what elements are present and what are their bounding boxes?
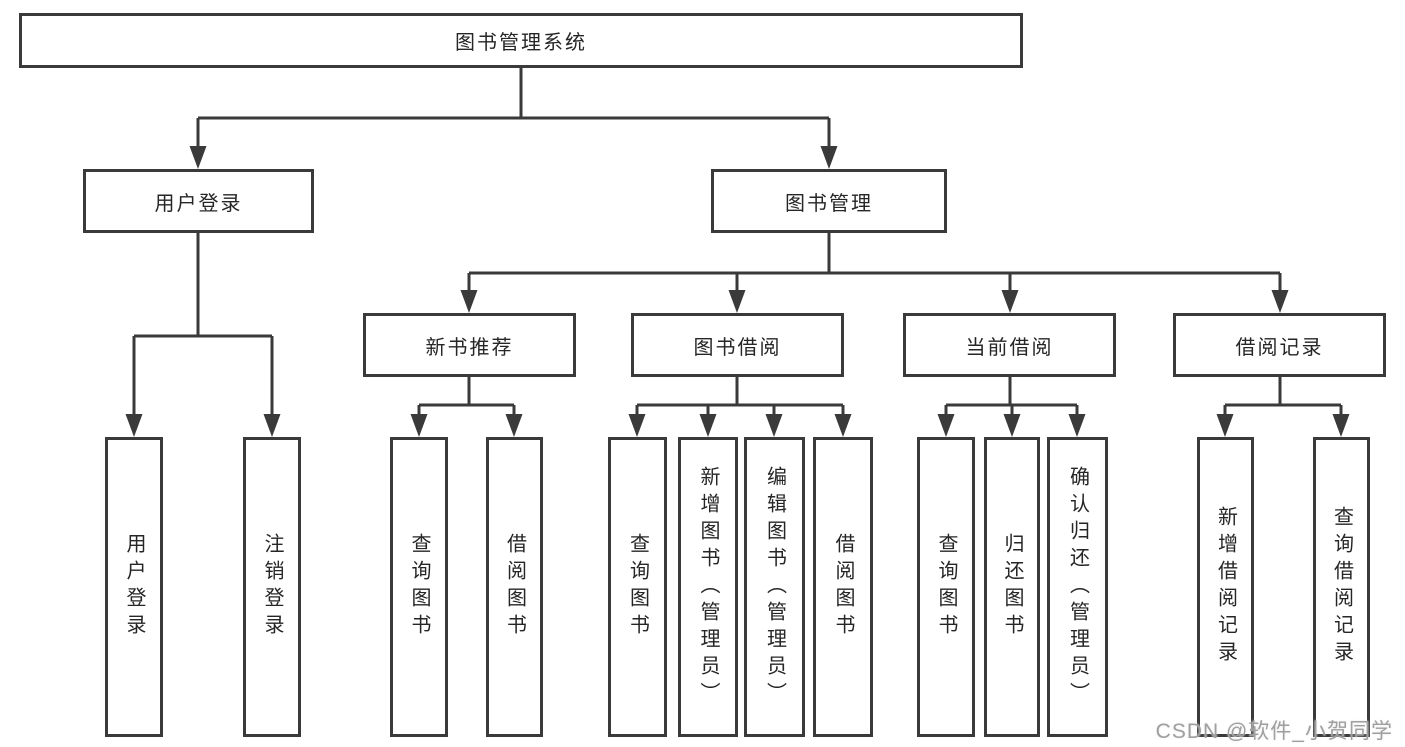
leaf-user-login-label: 用户登录 [123, 533, 145, 641]
arrowheads [125, 146, 1350, 437]
leaf-logout: 注销登录 [243, 437, 301, 737]
leaf-add-borrow-record: 新增借阅记录 [1197, 437, 1254, 737]
node-user-login-label: 用户登录 [154, 192, 243, 215]
node-book-management-label: 图书管理 [785, 192, 873, 215]
tree-connector-path [132, 68, 1343, 421]
node-user-login: 用户登录 [83, 169, 314, 233]
node-book-borrowing: 图书借阅 [631, 313, 844, 377]
leaf-logout-label: 注销登录 [261, 533, 283, 641]
leaf-edit-books-admin-label: 编辑图书（管理员） [763, 465, 786, 709]
leaf-query-books-borrowing: 查询图书 [608, 437, 667, 737]
leaf-query-borrow-record: 查询借阅记录 [1313, 437, 1370, 737]
leaf-query-books-borrowing-label: 查询图书 [626, 533, 649, 641]
node-book-borrowing-label: 图书借阅 [693, 336, 782, 359]
leaf-query-books-current: 查询图书 [917, 437, 975, 737]
leaf-confirm-return-admin-label: 确认归还（管理员） [1066, 465, 1089, 709]
leaf-borrow-books-borrowing-label: 借阅图书 [832, 533, 854, 641]
node-root-label: 图书管理系统 [455, 32, 587, 54]
leaf-query-borrow-record-label: 查询借阅记录 [1330, 506, 1353, 668]
node-borrowing-records: 借阅记录 [1173, 313, 1386, 377]
leaf-return-books-label: 归还图书 [1001, 533, 1023, 641]
leaf-borrow-books-borrowing: 借阅图书 [813, 437, 873, 737]
node-book-management: 图书管理 [711, 169, 947, 233]
node-borrowing-records-label: 借阅记录 [1235, 336, 1324, 359]
csdn-watermark: CSDN @软件_小贺同学 [1155, 720, 1393, 743]
leaf-query-books-recommend-label: 查询图书 [408, 533, 430, 641]
leaf-add-books-admin: 新增图书（管理员） [678, 437, 738, 737]
node-current-borrowing-label: 当前借阅 [965, 336, 1054, 359]
leaf-query-books-recommend: 查询图书 [390, 437, 448, 737]
leaf-borrow-books-recommend: 借阅图书 [486, 437, 543, 737]
node-current-borrowing: 当前借阅 [903, 313, 1116, 377]
leaf-add-books-admin-label: 新增图书（管理员） [697, 465, 719, 709]
node-new-book-recommend-label: 新书推荐 [425, 336, 514, 359]
leaf-user-login: 用户登录 [105, 437, 163, 737]
leaf-borrow-books-recommend-label: 借阅图书 [503, 533, 526, 641]
leaf-query-books-current-label: 查询图书 [935, 533, 957, 641]
leaf-add-borrow-record-label: 新增借阅记录 [1214, 506, 1237, 668]
leaf-confirm-return-admin: 确认归还（管理员） [1047, 437, 1108, 737]
node-root: 图书管理系统 [19, 13, 1023, 68]
leaf-edit-books-admin: 编辑图书（管理员） [744, 437, 805, 737]
leaf-return-books: 归还图书 [984, 437, 1040, 737]
node-new-book-recommend: 新书推荐 [363, 313, 576, 377]
